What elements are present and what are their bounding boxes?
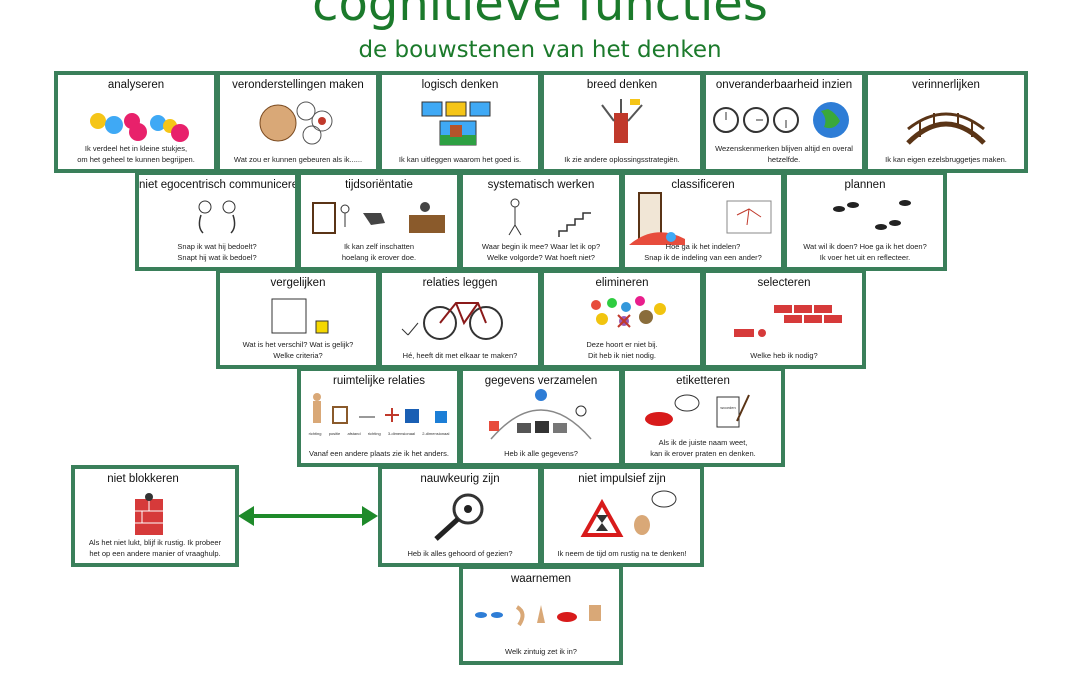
- card-relaties: relaties leggen Hé, heeft dit met elkaar…: [378, 269, 542, 369]
- card-title: plannen: [844, 179, 886, 191]
- card-title: analyseren: [107, 79, 165, 91]
- card-onveranderbaarheid: onveranderbaarheid inzien Wezenskenmerke…: [702, 71, 866, 173]
- card-caption: Ik zie andere oplossingsstrategiën.: [564, 155, 680, 164]
- card-title: verinnerlijken: [912, 79, 980, 91]
- card-title: logisch denken: [421, 79, 499, 91]
- card-title: breed denken: [586, 79, 658, 91]
- card-systematisch: systematisch werken Waar begin ik mee? W…: [459, 171, 623, 271]
- card-caption: Hoe ga ik het indelen?Snap ik de indelin…: [644, 242, 762, 262]
- card-veronderstellingen: veronderstellingen maken Wat zou er kunn…: [216, 71, 380, 173]
- card-impulsief: niet impulsief zijn Ik neem de tijd om r…: [540, 465, 704, 567]
- two-people-talking-icon: [198, 200, 236, 234]
- card-egocentrisch: niet egocentrisch communiceren Snap ik w…: [135, 171, 299, 271]
- card-caption: Als het niet lukt, blijf ik rustig. Ik p…: [88, 538, 222, 558]
- card-title: vergelijken: [270, 277, 326, 289]
- card-caption: Ik kan uitleggen waarom het goed is.: [398, 155, 522, 164]
- bicycle-icon: [401, 302, 503, 340]
- card-caption: Ik kan eigen ezelsbruggetjes maken.: [885, 155, 1007, 164]
- card-title: nauwkeurig zijn: [420, 473, 500, 485]
- card-caption: Vanaf een andere plaats zie ik het ander…: [309, 449, 449, 458]
- colored-dots-icon: [591, 296, 666, 328]
- card-title: niet egocentrisch communiceren: [139, 179, 299, 191]
- card-title: elimineren: [595, 277, 649, 289]
- card-caption: Hé, heeft dit met elkaar te maken?: [402, 351, 518, 360]
- card-title: waarnemen: [510, 573, 572, 585]
- card-caption: Wat zou er kunnen gebeuren als ik......: [233, 155, 363, 164]
- card-plannen: plannen Wat wil ik doen? Hoe ga ik het d…: [783, 171, 947, 271]
- card-caption: Ik neem de tijd om rustig na te denken!: [557, 549, 687, 558]
- house-sequence-icon: [421, 101, 491, 146]
- tools-icon: [601, 99, 643, 143]
- card-selecteren: selecteren Welke heb ik nodig?: [702, 269, 866, 369]
- spatial-icons: [313, 393, 447, 424]
- card-caption: Waar begin ik mee? Waar let ik op?Welke …: [481, 242, 601, 262]
- card-caption: Deze hoort er niet bij.Dit heb ik niet n…: [586, 340, 658, 360]
- activities-icon: [312, 202, 445, 234]
- gears-icon: [90, 113, 189, 142]
- card-caption: Wat is het verschil? Wat is gelijk?Welke…: [242, 340, 354, 360]
- note-label: woorden: [720, 405, 736, 410]
- card-blokkeren: niet blokkeren Als het niet lukt, blijf …: [71, 465, 239, 567]
- sorting-icon: [629, 192, 772, 245]
- card-title: ruimtelijke relaties: [332, 375, 426, 387]
- lips-speech-icon: [645, 394, 750, 428]
- page-subtitle: de bouwstenen van het denken: [358, 37, 722, 63]
- card-analyseren: analyseren Ik verdeel het in kleine stuk…: [54, 71, 218, 173]
- bridge-icon: [906, 112, 986, 145]
- hourglass-warning-icon: [580, 490, 677, 537]
- card-caption: Wezenskenmerken blijven altijd en overal…: [715, 144, 853, 164]
- card-caption: Heb ik alle gegevens?: [504, 449, 578, 458]
- card-caption: Heb ik alles gehoord of gezien?: [407, 549, 513, 558]
- card-title: gegevens verzamelen: [484, 375, 598, 387]
- card-title: niet blokkeren: [107, 473, 179, 485]
- thinking-head-icon: [259, 101, 333, 145]
- card-caption: Wat wil ik doen? Hoe ga ik het doen?Ik v…: [803, 242, 927, 262]
- brick-wall-icon: [135, 493, 163, 535]
- senses-icon: [475, 605, 601, 627]
- squares-icon: [271, 298, 329, 334]
- magnifier-icon: [434, 493, 484, 541]
- page-title: cognitieve functies: [312, 0, 768, 32]
- card-caption: Als ik de juiste naam weet,kan ik erover…: [650, 438, 756, 458]
- card-caption: Welke heb ik nodig?: [750, 351, 818, 360]
- card-caption: Ik verdeel het in kleine stukjes,om het …: [77, 144, 195, 164]
- card-title: relaties leggen: [422, 277, 498, 289]
- card-caption: Welk zintuig zet ik in?: [505, 647, 577, 656]
- card-title: systematisch werken: [487, 179, 595, 191]
- card-logisch: logisch denken Ik kan uitleggen waarom h…: [378, 71, 542, 173]
- card-waarnemen: waarnemen Welk zintuig zet ik in?: [459, 565, 623, 665]
- card-caption: Snap ik wat hij bedoelt?Snapt hij wat ik…: [177, 242, 257, 262]
- card-title: etiketteren: [676, 375, 730, 387]
- footprints-icon: [833, 200, 911, 230]
- card-title: classificeren: [671, 179, 735, 191]
- card-title: tijdsoriëntatie: [345, 179, 413, 191]
- card-title: niet impulsief zijn: [578, 473, 666, 485]
- card-title: onveranderbaarheid inzien: [715, 79, 853, 91]
- card-title: veronderstellingen maken: [232, 79, 364, 91]
- bricks-icon: [734, 305, 842, 337]
- stairs-icon: [508, 198, 591, 237]
- clocks-globe-icon: [713, 102, 849, 138]
- card-elimineren: elimineren Deze hoort er niet bij.Dit he…: [540, 269, 704, 369]
- data-sources-icon: [489, 389, 592, 440]
- card-title: selecteren: [757, 277, 811, 289]
